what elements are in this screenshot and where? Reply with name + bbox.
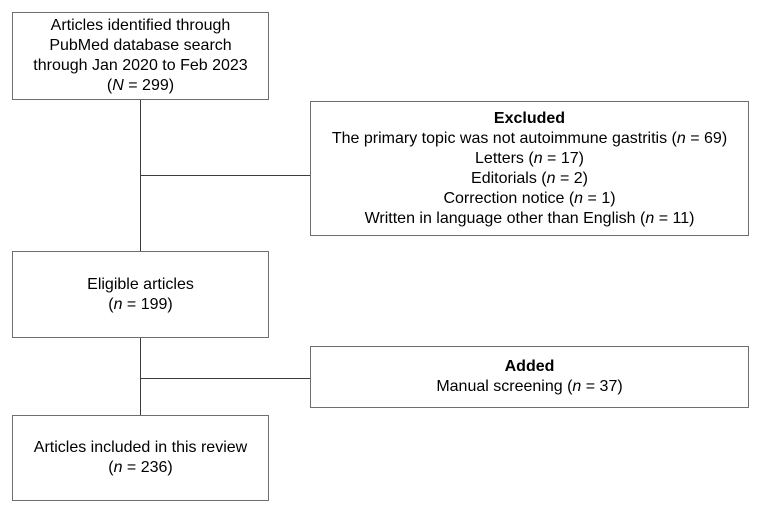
box-header: Added bbox=[504, 358, 555, 375]
box-text-line: Articles identified through bbox=[50, 17, 231, 34]
italic-variable: n bbox=[533, 149, 543, 167]
italic-variable: n bbox=[572, 378, 582, 395]
italic-variable: n bbox=[113, 295, 123, 313]
box-identified-articles: Articles identified through PubMed datab… bbox=[12, 12, 269, 100]
connector-branch-added bbox=[140, 378, 310, 379]
connector-branch-excluded bbox=[140, 175, 310, 176]
box-text-line: Written in language other than English (… bbox=[364, 209, 695, 227]
box-eligible-articles: Eligible articles (n = 199) bbox=[12, 251, 269, 338]
italic-variable: n bbox=[574, 189, 584, 207]
connector-eligible-to-included bbox=[140, 338, 141, 415]
box-text-line: Editorials (n = 2) bbox=[471, 169, 588, 187]
box-text-line: Manual screening (n = 37) bbox=[436, 378, 623, 395]
box-included-articles: Articles included in this review (n = 23… bbox=[12, 415, 269, 501]
box-text-line: through Jan 2020 to Feb 2023 bbox=[33, 57, 248, 74]
italic-variable: n bbox=[546, 169, 556, 187]
box-count-line: (n = 236) bbox=[108, 459, 173, 476]
box-text-line: Letters (n = 17) bbox=[475, 149, 584, 167]
box-header: Excluded bbox=[493, 109, 566, 127]
italic-variable: N bbox=[112, 77, 124, 94]
box-excluded: Excluded The primary topic was not autoi… bbox=[310, 101, 749, 236]
box-text-line: Eligible articles bbox=[87, 275, 194, 293]
box-count-line: (n = 199) bbox=[108, 295, 173, 313]
box-added: Added Manual screening (n = 37) bbox=[310, 346, 749, 408]
italic-variable: n bbox=[113, 459, 123, 476]
box-text-line: Correction notice (n = 1) bbox=[443, 189, 616, 207]
box-text-line: Articles included in this review bbox=[33, 439, 248, 456]
italic-variable: n bbox=[645, 209, 655, 227]
box-text-line: The primary topic was not autoimmune gas… bbox=[331, 129, 728, 147]
box-count-line: (N = 299) bbox=[106, 77, 175, 94]
italic-variable: n bbox=[676, 129, 686, 147]
box-text-line: PubMed database search bbox=[49, 37, 232, 54]
